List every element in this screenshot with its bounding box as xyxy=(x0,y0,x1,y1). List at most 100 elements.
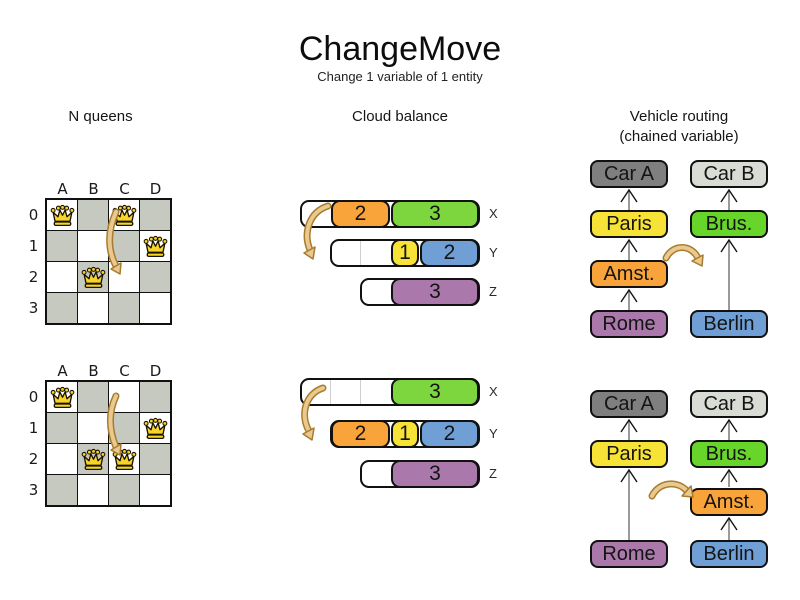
capacity-divider xyxy=(360,241,361,265)
queen-icon xyxy=(49,386,76,410)
board-cell xyxy=(109,475,139,505)
vr-node-label: Rome xyxy=(602,542,656,565)
row-label-0: 0 xyxy=(28,206,39,224)
board-cell xyxy=(47,413,77,443)
vr-node-label: Car A xyxy=(603,392,655,415)
process-block: 3 xyxy=(391,460,479,488)
vr-node-rome: Rome xyxy=(590,540,668,568)
col-label-a: A xyxy=(57,180,68,198)
vr-node-label: Berlin xyxy=(703,312,755,335)
board-cell xyxy=(109,413,139,443)
vr-node-amst: Amst. xyxy=(690,488,768,516)
process-block: 3 xyxy=(391,200,479,228)
row-label-1: 1 xyxy=(28,237,39,255)
process-size: 2 xyxy=(354,422,367,445)
board-cell xyxy=(78,413,108,443)
move-arrow-vr-before xyxy=(662,244,704,267)
process-size: 1 xyxy=(399,422,411,445)
chain-link xyxy=(620,188,738,310)
board-cell xyxy=(78,293,108,323)
vr-node-amst: Amst. xyxy=(590,260,668,288)
cloud-computer-z-after: 3 xyxy=(360,460,480,488)
board-cell xyxy=(109,293,139,323)
board-cell xyxy=(78,200,108,230)
col-label-d: D xyxy=(149,362,162,380)
board-cell xyxy=(140,262,170,292)
board-cell xyxy=(47,293,77,323)
cloud-computer-x-before: 2 3 xyxy=(300,200,480,228)
vr-node-paris: Paris xyxy=(590,210,668,238)
vr-node-car-a: Car A xyxy=(590,390,668,418)
col-label-b: B xyxy=(88,362,99,380)
process-size: 1 xyxy=(399,241,411,264)
computer-label-x: X xyxy=(489,206,498,221)
vr-node-paris: Paris xyxy=(590,440,668,468)
row-label-3: 3 xyxy=(28,299,39,317)
row-label-2: 2 xyxy=(28,268,39,286)
process-size: 3 xyxy=(429,380,441,403)
vr-node-label: Brus. xyxy=(705,212,753,235)
computer-label-x: X xyxy=(489,384,498,399)
computer-label-z: Z xyxy=(489,284,497,299)
board-cell xyxy=(78,475,108,505)
vr-node-brus: Brus. xyxy=(690,440,768,468)
vr-node-label: Rome xyxy=(602,312,656,335)
chain-link xyxy=(620,418,738,540)
vr-node-label: Car B xyxy=(703,392,755,415)
vr-node-label: Amst. xyxy=(703,490,755,513)
queen-icon xyxy=(111,204,138,228)
cloud-computer-z-before: 3 xyxy=(360,278,480,306)
row-label-2: 2 xyxy=(28,450,39,468)
process-size: 2 xyxy=(443,422,456,445)
computer-label-y: Y xyxy=(489,426,498,441)
queen-icon xyxy=(111,448,138,472)
vr-node-rome: Rome xyxy=(590,310,668,338)
vr-node-label: Berlin xyxy=(703,542,755,565)
queen-icon xyxy=(80,266,107,290)
queen-icon xyxy=(142,417,169,441)
cloud-computer-y-before: 1 2 xyxy=(330,239,480,267)
process-block: 3 xyxy=(391,378,479,406)
board-cell xyxy=(78,382,108,412)
board-cell xyxy=(140,444,170,474)
queen-icon xyxy=(49,204,76,228)
process-block: 1 xyxy=(391,239,419,267)
process-block: 3 xyxy=(391,278,479,306)
computer-label-z: Z xyxy=(489,466,497,481)
board-cell xyxy=(47,475,77,505)
vr-node-berlin: Berlin xyxy=(690,540,768,568)
board-cell xyxy=(140,293,170,323)
col-label-b: B xyxy=(88,180,99,198)
page-title: ChangeMove xyxy=(298,30,502,68)
vr-node-berlin: Berlin xyxy=(690,310,768,338)
board-cell xyxy=(109,231,139,261)
vr-node-label: Brus. xyxy=(705,442,753,465)
vehicle-routing-heading: Vehicle routing (chained variable) xyxy=(589,107,769,147)
process-block: 2 xyxy=(420,420,479,448)
board-cell xyxy=(78,231,108,261)
vr-heading-line2: (chained variable) xyxy=(619,128,739,145)
board-cell xyxy=(109,262,139,292)
process-block: 2 xyxy=(331,420,390,448)
process-block: 1 xyxy=(391,420,419,448)
board-cell xyxy=(47,262,77,292)
process-size: 3 xyxy=(429,462,441,485)
computer-label-y: Y xyxy=(489,245,498,260)
vr-heading-line1: Vehicle routing xyxy=(629,108,729,125)
col-label-d: D xyxy=(149,180,162,198)
queen-icon xyxy=(142,235,169,259)
process-size: 3 xyxy=(429,202,441,225)
queen-icon xyxy=(80,448,107,472)
vr-node-label: Paris xyxy=(606,442,652,465)
nqueens-board-before: A B C D 0 1 2 3 xyxy=(25,180,185,330)
nqueens-heading: N queens xyxy=(68,108,133,125)
vr-node-car-a: Car A xyxy=(590,160,668,188)
vr-node-label: Paris xyxy=(606,212,652,235)
vr-node-brus: Brus. xyxy=(690,210,768,238)
board-cell xyxy=(47,231,77,261)
col-label-c: C xyxy=(119,362,130,380)
vr-node-car-b: Car B xyxy=(690,390,768,418)
col-label-c: C xyxy=(119,180,130,198)
vr-node-label: Car B xyxy=(703,162,755,185)
